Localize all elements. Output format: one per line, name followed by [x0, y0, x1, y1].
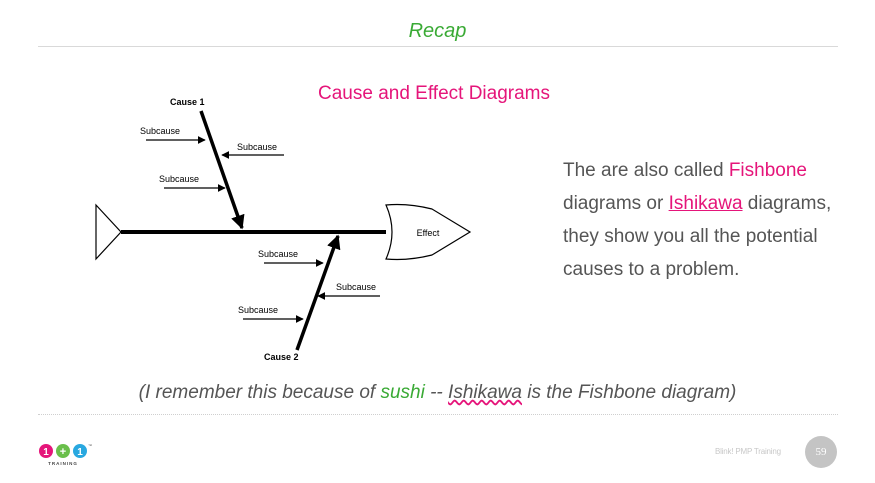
note-part3: is the Fishbone diagram)	[521, 382, 737, 403]
training-logo: 1 + 1 ™ TRAINING	[39, 443, 92, 466]
ishikawa-term: Ishikawa	[448, 382, 522, 403]
fishbone-term: Fishbone	[728, 160, 807, 181]
note-part1: (I remember this because of	[138, 382, 381, 403]
fish-tail	[95, 203, 122, 261]
description-part1: The are also called	[563, 160, 729, 181]
note-part2: --	[424, 382, 449, 403]
subcause-label: Subcause	[159, 174, 199, 184]
subcause-label: Subcause	[238, 305, 278, 315]
footer-divider	[38, 414, 838, 415]
cause1-bone	[199, 110, 245, 230]
ishikawa-link[interactable]: Ishikawa	[668, 193, 743, 214]
subcause-label: Subcause	[336, 282, 376, 292]
description-part2: diagrams or	[563, 193, 669, 214]
title-divider	[38, 46, 838, 47]
effect-label: Effect	[417, 228, 440, 238]
cause2-bone	[295, 234, 341, 351]
cause2-label: Cause 2	[264, 352, 299, 362]
logo-circle-red	[39, 444, 53, 458]
logo-tm: ™	[88, 443, 92, 448]
description-part3: diagrams, they show you all the potentia…	[563, 193, 832, 280]
slide-title: Recap	[408, 20, 467, 42]
logo-circle-green	[56, 444, 70, 458]
logo-plus: +	[60, 446, 66, 458]
fish-head	[385, 203, 472, 261]
logo-digit-1: 1	[43, 447, 49, 458]
logo-wordmark: TRAINING	[48, 461, 78, 466]
footer-text: Blink! PMP Training	[715, 447, 781, 456]
sushi-term: sushi	[380, 382, 425, 403]
memory-note: (I remember this because of sushi -- Ish…	[0, 382, 875, 404]
logo-circle-blue	[73, 444, 87, 458]
subcause-label: Subcause	[237, 142, 277, 152]
subcause-label: Subcause	[258, 249, 298, 259]
logo-digit-2: 1	[77, 447, 83, 458]
diagram-title: Cause and Effect Diagrams	[318, 83, 550, 104]
cause1-label: Cause 1	[170, 97, 205, 107]
description-text: The are also called Fishbone diagrams or…	[563, 154, 843, 286]
page-number-badge: 59	[805, 436, 837, 468]
fishbone-diagram: Effect Cause 1 Subcause Subcause Subcaus…	[95, 97, 472, 362]
subcause-label: Subcause	[140, 126, 180, 136]
